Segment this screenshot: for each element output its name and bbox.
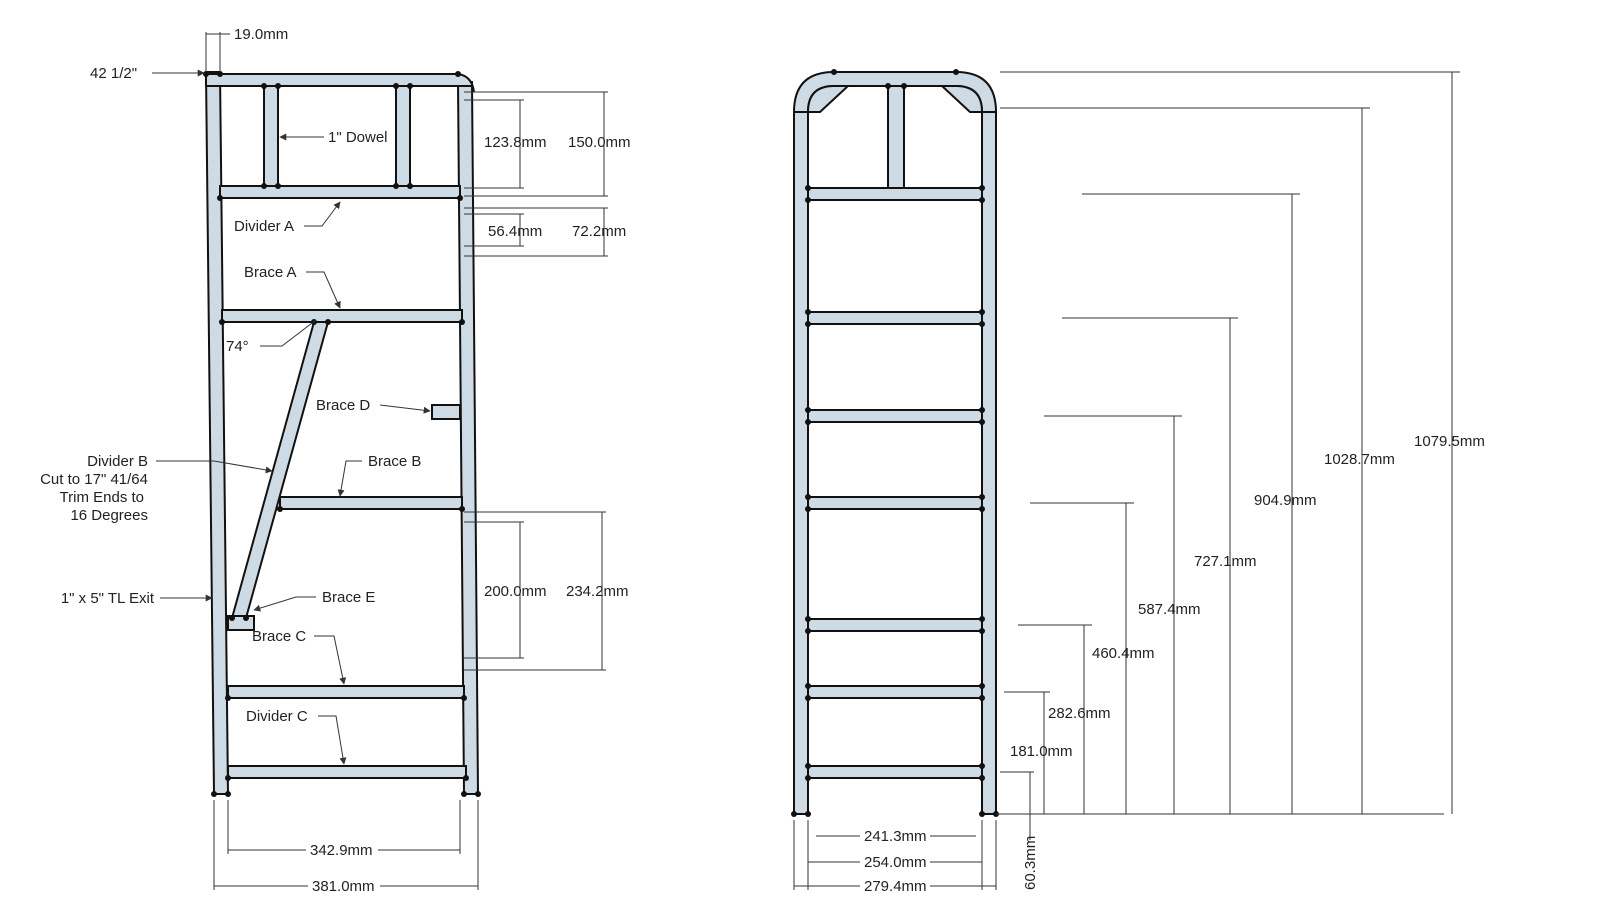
dim-h2: 1028.7mm [1324, 451, 1395, 468]
dowel-2 [395, 85, 411, 187]
label-angle: 74° [226, 338, 249, 355]
side-dimensions: 19.0mm 123.8mm 150.0mm 56.4mm 72.2mm 200… [205, 26, 631, 895]
dim-outer-gap: 72.2mm [572, 223, 626, 240]
label-brace-b: Brace B [368, 453, 421, 470]
front-shelf-4 [807, 496, 983, 510]
front-dowel [887, 85, 905, 189]
side-view: 42 1/2" 1" Dowel Divider A Brace A 74° B… [40, 26, 630, 895]
divider-a [219, 185, 461, 199]
divider-c [227, 765, 467, 779]
dim-inner-lower: 200.0mm [484, 583, 547, 600]
dim-h6: 460.4mm [1092, 645, 1155, 662]
side-left-panel [204, 71, 230, 795]
front-shelf-5 [807, 618, 983, 632]
front-shelf-1 [807, 187, 983, 201]
label-divider-b-1: Divider B [87, 453, 148, 470]
dim-inner-top: 123.8mm [484, 134, 547, 151]
label-divider-b-4: 16 Degrees [70, 507, 148, 524]
front-right-rail [981, 111, 997, 815]
brace-a [221, 309, 463, 323]
front-view: 1079.5mm 1028.7mm 904.9mm 727.1mm 587.4m… [791, 69, 1485, 895]
label-divider-a: Divider A [234, 218, 294, 235]
label-brace-a: Brace A [244, 264, 297, 281]
dim-w3: 279.4mm [864, 878, 927, 895]
front-left-rail [793, 111, 809, 815]
front-dimensions: 1079.5mm 1028.7mm 904.9mm 727.1mm 587.4m… [793, 71, 1485, 895]
label-divider-b-3: Trim Ends to [60, 489, 144, 506]
label-tl-exit: 1" x 5" TL Exit [61, 590, 155, 607]
dim-h8: 181.0mm [1010, 743, 1073, 760]
front-top-corner-left [806, 85, 851, 113]
label-divider-b-2: Cut to 17" 41/64 [40, 471, 148, 488]
label-dowel: 1" Dowel [328, 129, 388, 146]
label-brace-d: Brace D [316, 397, 370, 414]
dowel-1 [263, 85, 279, 187]
dim-inner-gap: 56.4mm [488, 223, 542, 240]
dim-h5: 587.4mm [1138, 601, 1201, 618]
dim-top-width: 19.0mm [234, 26, 288, 43]
dim-w1: 241.3mm [864, 828, 927, 845]
front-nodes [791, 69, 999, 817]
label-divider-c: Divider C [246, 708, 308, 725]
brace-b [279, 496, 463, 510]
front-shelf-2 [807, 311, 983, 325]
dim-outer-top: 150.0mm [568, 134, 631, 151]
dim-w2: 254.0mm [864, 854, 927, 871]
dim-h3: 904.9mm [1254, 492, 1317, 509]
label-height-mark: 42 1/2" [90, 65, 137, 82]
dim-outer-width: 381.0mm [312, 878, 375, 895]
front-shelf-3 [807, 409, 983, 423]
front-top-corner-right [939, 85, 984, 113]
dim-h1: 1079.5mm [1414, 433, 1485, 450]
divider-b [230, 321, 330, 619]
front-shelf-7 [807, 765, 983, 779]
side-top-panel [205, 73, 475, 93]
label-brace-c: Brace C [252, 628, 306, 645]
dim-inner-width: 342.9mm [310, 842, 373, 859]
side-nodes [203, 71, 481, 797]
dim-outer-lower: 234.2mm [566, 583, 629, 600]
dim-h9: 60.3mm [1022, 836, 1039, 890]
front-shelf-6 [807, 685, 983, 699]
dim-h4: 727.1mm [1194, 553, 1257, 570]
dim-h7: 282.6mm [1048, 705, 1111, 722]
brace-c [227, 685, 465, 699]
brace-d [431, 404, 461, 420]
label-brace-e: Brace E [322, 589, 375, 606]
